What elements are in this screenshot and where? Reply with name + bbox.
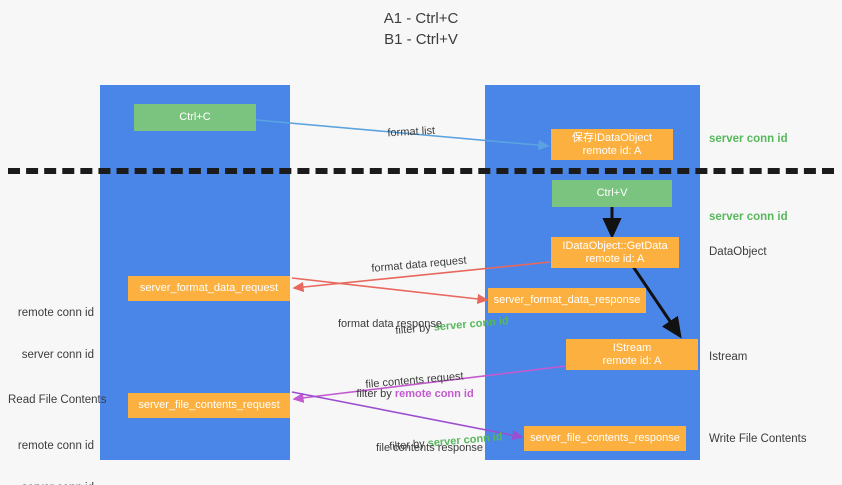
- right-label-write-file-contents: Write File Contents: [709, 433, 807, 445]
- left-label-ids-lower-remote: remote conn id: [17, 440, 94, 452]
- box-istream[interactable]: IStream remote id: A: [566, 339, 698, 370]
- box-save-idataobject[interactable]: 保存IDataObject remote id: A: [551, 129, 673, 160]
- box-getdata-line1: IDataObject::GetData: [562, 239, 668, 252]
- right-label-dataobject: DataObject: [709, 246, 767, 258]
- box-server-file-contents-response-label: server_file_contents_response: [530, 432, 680, 444]
- left-label-ids-upper-remote: remote conn id: [17, 307, 94, 319]
- edge-label-file-contents-response-line1: file contents response: [376, 442, 484, 454]
- right-label-server-conn-id-second: server conn id: [709, 211, 788, 223]
- box-istream-line2: remote id: A: [602, 354, 662, 367]
- box-getdata-line2: remote id: A: [585, 252, 645, 265]
- edge-label-format-list-text: format list: [387, 124, 436, 140]
- box-server-file-contents-request[interactable]: server_file_contents_request: [128, 393, 290, 418]
- box-ctrl-v-label: Ctrl+V: [596, 187, 628, 199]
- box-server-format-data-response-label: server_format_data_response: [493, 294, 641, 306]
- edge-label-file-contents-response: file contents response filter by remote …: [376, 408, 484, 485]
- box-server-file-contents-request-label: server_file_contents_request: [138, 399, 280, 411]
- box-server-format-data-response[interactable]: server_format_data_response: [488, 288, 646, 313]
- left-label-read-file-contents: Read File Contents: [8, 394, 107, 406]
- page-title: A1 - Ctrl+C B1 - Ctrl+V: [383, 10, 459, 48]
- phase-separator: [8, 168, 834, 174]
- left-label-ids-lower-server: server conn id: [0, 481, 94, 485]
- box-ctrl-c-label: Ctrl+C: [179, 111, 211, 123]
- box-server-format-data-request[interactable]: server_format_data_request: [128, 276, 290, 301]
- box-getdata[interactable]: IDataObject::GetData remote id: A: [551, 237, 679, 268]
- box-save-idataobject-line2: remote id: A: [582, 144, 642, 157]
- edge-label-format-list: format list: [374, 107, 436, 158]
- edge-label-format-data-response-prefix: filter by: [356, 388, 395, 400]
- box-save-idataobject-line1: 保存IDataObject: [571, 131, 653, 144]
- box-istream-line1: IStream: [612, 341, 652, 354]
- right-label-server-conn-id-top: server conn id: [709, 133, 788, 145]
- edge-label-format-data-response-line1: format data response: [338, 318, 442, 330]
- box-server-file-contents-response[interactable]: server_file_contents_response: [524, 426, 686, 451]
- edge-label-file-contents-request-line1: file contents request: [364, 370, 465, 391]
- left-label-ids-upper-server: server conn id: [21, 349, 94, 361]
- edge-label-format-data-response: format data response filter by remote co…: [338, 284, 474, 450]
- left-label-ids-lower: remote conn id server conn id: [0, 411, 94, 485]
- box-ctrl-v[interactable]: Ctrl+V: [552, 180, 672, 207]
- box-ctrl-c[interactable]: Ctrl+C: [134, 104, 256, 131]
- edge-label-format-data-request-line1: format data request: [370, 254, 468, 275]
- right-label-istream: Istream: [709, 351, 748, 363]
- box-server-format-data-request-label: server_format_data_request: [139, 282, 279, 294]
- edge-label-format-data-response-line2: filter by remote conn id: [338, 370, 474, 418]
- left-label-ids-upper: remote conn id server conn id: [0, 278, 94, 390]
- edge-label-format-data-response-keyword: remote conn id: [394, 388, 474, 400]
